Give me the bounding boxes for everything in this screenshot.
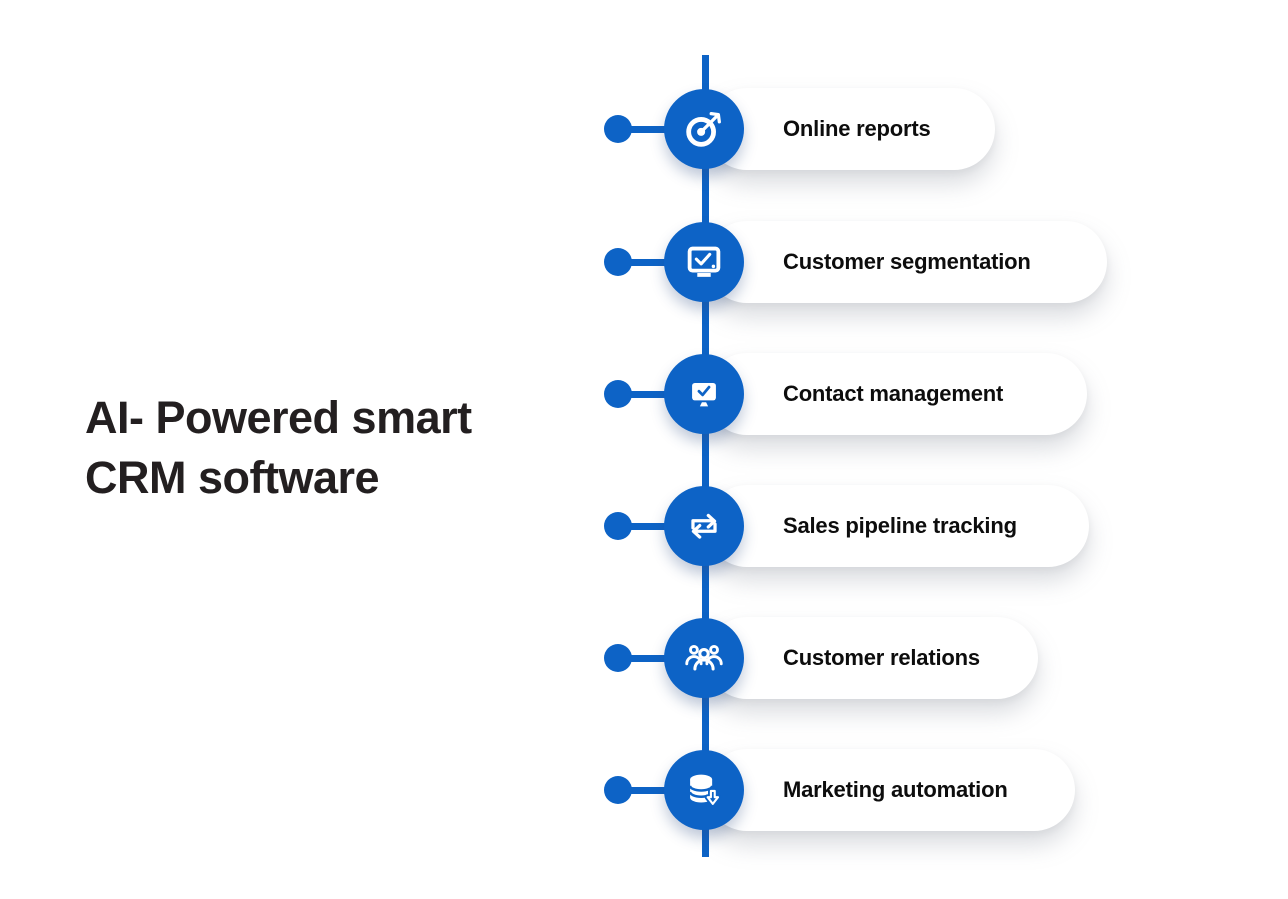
item-label: Sales pipeline tracking — [783, 513, 1017, 538]
item-label: Online reports — [783, 116, 931, 141]
timeline-node-dot — [604, 644, 632, 672]
transfer-arrows-icon — [681, 503, 727, 549]
timeline-spine — [702, 55, 709, 857]
item-label: Contact management — [783, 381, 1004, 406]
database-download-icon — [681, 767, 727, 813]
item-label: Marketing automation — [783, 777, 1008, 802]
connector-line — [618, 787, 708, 794]
timeline-node-dot — [604, 776, 632, 804]
icon-badge — [664, 750, 744, 830]
page-title-line2: CRM software — [85, 452, 380, 503]
label-pill — [706, 617, 1038, 699]
people-group-icon — [681, 635, 727, 681]
timeline-node-dot — [604, 512, 632, 540]
monitor-check-filled-icon — [682, 372, 726, 416]
label-pill — [706, 221, 1107, 303]
label-pill — [706, 88, 995, 170]
connector-line — [618, 523, 708, 530]
label-pill — [706, 749, 1075, 831]
connector-line — [618, 391, 708, 398]
label-pill — [706, 353, 1087, 435]
timeline-node-dot — [604, 380, 632, 408]
item-label: Customer segmentation — [783, 249, 1031, 274]
target-arrow-icon — [681, 106, 727, 152]
page-title-line1: AI- Powered smart — [85, 392, 472, 443]
icon-badge — [664, 354, 744, 434]
connector-line — [618, 126, 708, 133]
item-label: Customer relations — [783, 645, 980, 670]
label-pill — [706, 485, 1089, 567]
timeline-node-dot — [604, 115, 632, 143]
page-title: AI- Powered smart CRM software — [85, 388, 555, 508]
timeline-node-dot — [604, 248, 632, 276]
icon-badge — [664, 486, 744, 566]
icon-badge — [664, 89, 744, 169]
icon-badge — [664, 618, 744, 698]
connector-line — [618, 259, 708, 266]
connector-line — [618, 655, 708, 662]
icon-badge — [664, 222, 744, 302]
monitor-check-outline-icon — [681, 239, 727, 285]
